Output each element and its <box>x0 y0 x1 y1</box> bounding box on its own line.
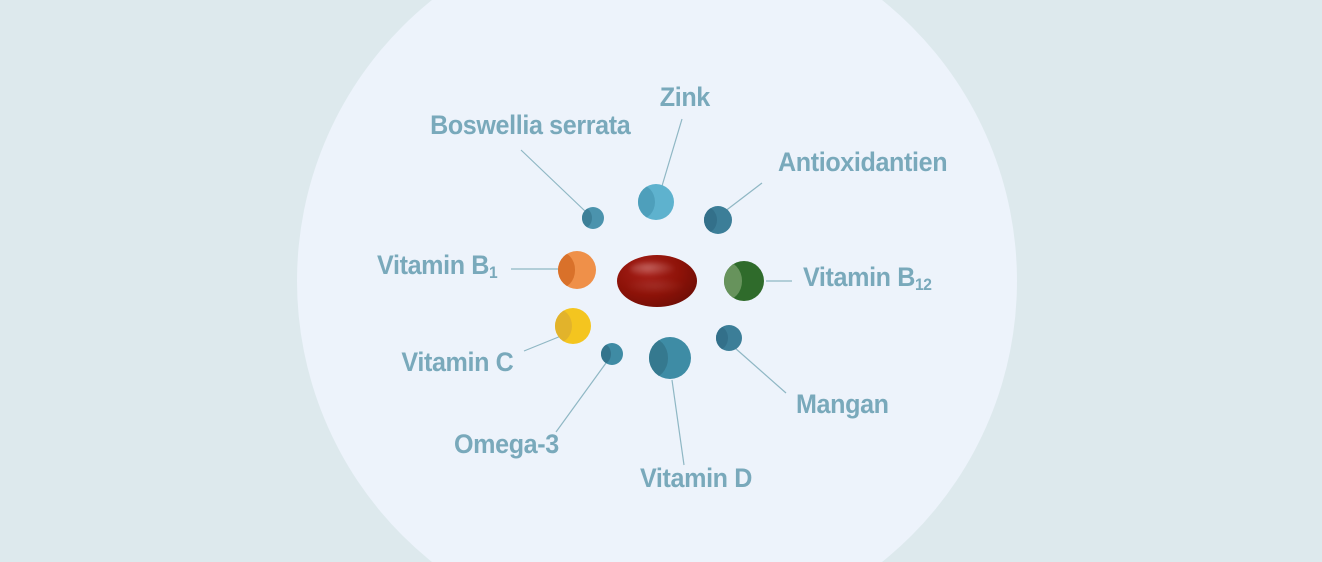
dot-shading-mangan <box>716 325 728 351</box>
dot-shading-zink <box>638 184 655 220</box>
dot-shading-antioxidantien <box>704 206 717 234</box>
nutrient-dot-antioxidantien[interactable] <box>704 206 732 234</box>
nutrient-label-omega-3: Omega-3 <box>454 431 559 458</box>
nutrient-label-vitamin-b12: Vitamin B12 <box>803 262 932 295</box>
nutrient-label-boswellia-serrata: Boswellia serrata <box>429 110 631 140</box>
nutrient-dot-vitamin-b12[interactable] <box>724 261 764 301</box>
nutrient-label-vitamin-d: Vitamin D <box>640 465 752 492</box>
nutrient-dot-zink[interactable] <box>638 184 674 220</box>
nutrient-label-subscript-vitamin-b12: 12 <box>915 275 932 295</box>
nutrient-label-text-vitamin-b1: Vitamin B <box>376 250 489 280</box>
nutrient-label-text-zink: Zink <box>659 82 711 112</box>
nutrient-label-text-vitamin-d: Vitamin D <box>640 463 753 493</box>
nutrient-label-antioxidantien: Antioxidantien <box>778 147 948 177</box>
nutrient-dot-mangan[interactable] <box>716 325 742 351</box>
dot-shading-omega-3 <box>601 343 612 365</box>
nutrient-label-text-boswellia-serrata: Boswellia serrata <box>429 110 631 140</box>
nutrient-label-text-mangan: Mangan <box>796 389 889 419</box>
nutrient-dot-vitamin-c[interactable] <box>555 308 591 344</box>
dot-shading-vitamin-b1 <box>558 251 576 289</box>
nutrient-dot-vitamin-d[interactable] <box>649 337 691 379</box>
nutrient-label-text-vitamin-c: Vitamin C <box>400 347 513 377</box>
nutrient-dot-vitamin-b1[interactable] <box>558 251 596 289</box>
connector-line-vitamin-d <box>671 379 685 466</box>
nutrient-label-text-antioxidantien: Antioxidantien <box>778 147 948 177</box>
nutrient-label-vitamin-c: Vitamin C <box>401 349 513 376</box>
nutrient-label-text-vitamin-b12: Vitamin B <box>803 262 916 292</box>
connector-line-mangan <box>734 347 787 394</box>
dot-shading-vitamin-d <box>649 337 669 379</box>
connector-line-antioxidantien <box>723 182 763 213</box>
connector-line-omega-3 <box>555 362 607 433</box>
nutrient-label-text-omega-3: Omega-3 <box>454 429 559 459</box>
nutrient-dot-boswellia-serrata[interactable] <box>582 207 604 229</box>
dot-shading-boswellia-serrata <box>582 207 593 229</box>
nutrient-label-mangan: Mangan <box>796 391 889 418</box>
connector-line-boswellia-serrata <box>520 149 587 213</box>
nutrient-label-vitamin-b1: Vitamin B1 <box>376 250 498 283</box>
nutrient-dot-omega-3[interactable] <box>601 343 623 365</box>
connector-line-zink <box>661 118 683 187</box>
nutrient-label-zink: Zink <box>659 82 711 112</box>
dot-shading-vitamin-c <box>555 308 572 344</box>
nutrient-label-subscript-vitamin-b1: 1 <box>488 263 498 283</box>
capsule-secondary-highlight-icon <box>625 278 686 294</box>
center-softgel-capsule <box>617 255 697 307</box>
capsule-highlight-icon <box>629 262 675 276</box>
dot-shading-vitamin-b12 <box>724 261 743 301</box>
